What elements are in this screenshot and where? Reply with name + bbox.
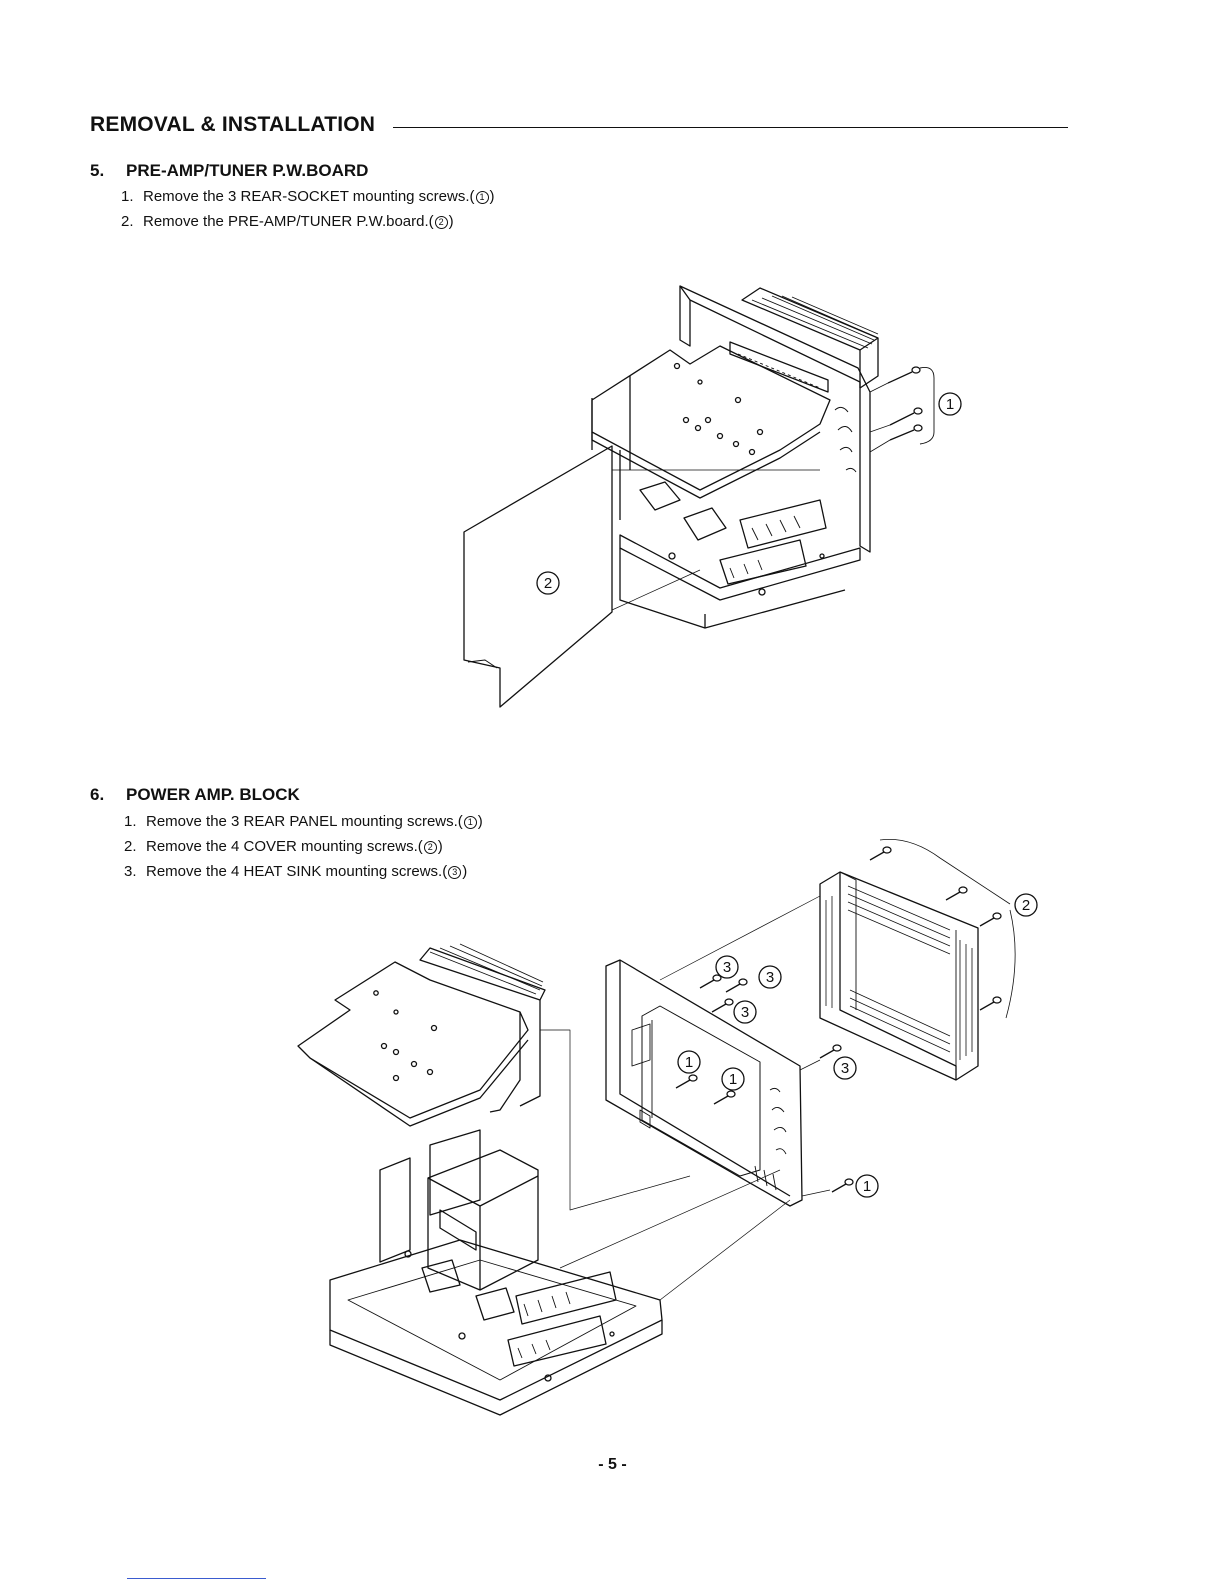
step-number: 2.: [121, 213, 134, 230]
section-5-heading: 5. PRE-AMP/TUNER P.W.BOARD: [90, 161, 368, 181]
step-text: Remove the 3 REAR PANEL mounting screws.…: [146, 813, 463, 830]
callout-1c: [855, 1174, 879, 1198]
figure-preamp-tuner: [463, 285, 935, 708]
screws-heatsink: [699, 974, 842, 1059]
callout-label: 1: [946, 396, 954, 413]
callout-label: 2: [1022, 897, 1030, 914]
section-5-step-1: 1. Remove the 3 REAR-SOCKET mounting scre…: [121, 188, 495, 205]
callout-1b: [721, 1067, 745, 1091]
callout-3d: [833, 1056, 857, 1080]
step-ref: 2: [434, 216, 448, 229]
step-number: 1.: [121, 188, 134, 205]
section-6-step-3: 3. Remove the 4 HEAT SINK mounting screws…: [124, 863, 467, 880]
screws-cover: [869, 839, 1016, 1019]
callout-label: 2: [544, 575, 552, 592]
step-close: ): [489, 188, 495, 205]
step-ref: 1: [463, 816, 477, 829]
section-number: 6.: [90, 785, 105, 804]
callout-1-fig5: [938, 392, 962, 416]
callout-label: 1: [685, 1054, 693, 1071]
callout-2-fig6: [1014, 893, 1038, 917]
step-text: Remove the PRE-AMP/TUNER P.W.board.(: [143, 213, 434, 230]
callout-3c: [733, 1000, 757, 1024]
page-number: - 5 -: [598, 1456, 627, 1473]
step-text: Remove the 4 HEAT SINK mounting screws.(: [146, 863, 448, 880]
section-6-step-1: 1. Remove the 3 REAR PANEL mounting screw…: [124, 813, 483, 830]
section-number: 5.: [90, 161, 105, 180]
callout-label: 1: [863, 1178, 871, 1195]
heatsink-fins: [741, 287, 879, 389]
callout-label: 3: [841, 1060, 849, 1077]
screws-rear-panel: [675, 1074, 854, 1193]
callout-label: 1: [729, 1071, 737, 1088]
figure-power-amp: [297, 839, 1016, 1416]
step-text: Remove the 3 REAR-SOCKET mounting screws…: [143, 188, 475, 205]
step-ref: 1: [475, 191, 489, 204]
callout-1a: [677, 1050, 701, 1074]
callout-3b: [758, 965, 782, 989]
transformer: [427, 1149, 539, 1291]
callout-label: 3: [741, 1004, 749, 1021]
callout-label: 3: [723, 959, 731, 976]
callout-2-fig5: [536, 571, 560, 595]
screws-rear-socket: [869, 366, 935, 453]
section-6-heading: 6. POWER AMP. BLOCK: [90, 785, 300, 805]
callout-label: 3: [766, 969, 774, 986]
step-number: 2.: [124, 838, 137, 855]
callout-3a: [715, 955, 739, 979]
section-title: PRE-AMP/TUNER P.W.BOARD: [126, 161, 369, 180]
step-close: ): [437, 838, 443, 855]
section-title: POWER AMP. BLOCK: [126, 785, 300, 804]
pcb-board: [591, 345, 831, 499]
step-number: 3.: [124, 863, 137, 880]
step-ref: 2: [423, 841, 437, 854]
step-text: Remove the 4 COVER mounting screws.(: [146, 838, 423, 855]
step-close: ): [477, 813, 483, 830]
step-close: ): [462, 863, 468, 880]
step-number: 1.: [124, 813, 137, 830]
title-rule: [393, 127, 1068, 128]
heatsink-cover: [819, 871, 979, 1081]
section-6-step-2: 2. Remove the 4 COVER mounting screws.(2): [124, 838, 443, 855]
step-ref: 3: [448, 866, 462, 879]
page-title: REMOVAL & INSTALLATION: [90, 113, 376, 136]
section-5-step-2: 2. Remove the PRE-AMP/TUNER P.W.board.(2): [121, 213, 454, 230]
callout-labels: 1 2 3 3 3 3 1 1 1 2: [544, 396, 1030, 1195]
footer-link-line: [127, 1578, 266, 1579]
step-close: ): [448, 213, 454, 230]
